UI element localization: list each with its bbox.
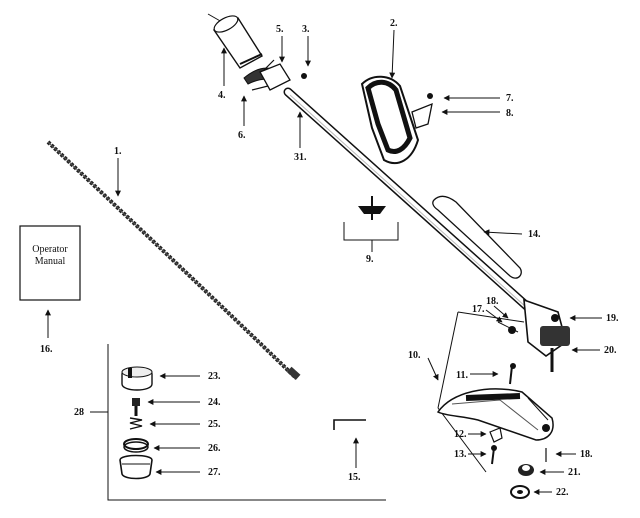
knob-9: [343, 196, 399, 252]
callout-14: 14.: [528, 229, 541, 240]
bolt-24: [132, 398, 140, 416]
manual-title-line2: Manual: [35, 256, 66, 267]
cutter-12: [489, 427, 503, 443]
callout-3: 3.: [302, 24, 310, 35]
callout-19: 19.: [606, 313, 619, 324]
callout-24: 24.: [208, 397, 221, 408]
callout-13: 13.: [454, 449, 467, 460]
assist-handle: [360, 75, 420, 165]
callout-22: 22.: [556, 487, 569, 498]
screw-6: [251, 85, 269, 91]
callout-16: 16.: [40, 344, 53, 355]
callout-4: 4.: [218, 90, 226, 101]
housing-27: [119, 454, 153, 480]
callout-15: 15.: [348, 472, 361, 483]
housing-clamp: [259, 59, 291, 91]
drive-shaft: [46, 140, 301, 380]
gearhead: [523, 298, 570, 372]
spring-25: [129, 417, 143, 430]
callout-6: 6.: [238, 130, 246, 141]
manual-title-line1: Operator: [32, 244, 68, 255]
handle-grip: [207, 13, 263, 69]
callout-18-upper: 18.: [486, 296, 499, 307]
callout-8: 8.: [506, 108, 514, 119]
spool-26: [123, 438, 149, 453]
callout-12: 12.: [454, 429, 467, 440]
nut-3: [301, 73, 307, 79]
main-tube: [283, 87, 545, 323]
callout-7: 7.: [506, 93, 514, 104]
grass-deflector: [436, 388, 554, 441]
screw-11: [509, 363, 516, 385]
callout-1: 1.: [114, 146, 122, 157]
callout-9: 9.: [366, 254, 374, 265]
washer-22: [510, 485, 530, 499]
callout-17: 17.: [472, 304, 485, 315]
callout-10: 10.: [408, 350, 421, 361]
operator-manual: Operator Manual: [19, 225, 81, 301]
callout-31: 31.: [294, 152, 307, 163]
screw-13: [491, 445, 497, 465]
group-bracket: [107, 344, 386, 501]
callout-28: 28: [74, 407, 84, 418]
trimmer-cap-23: [121, 366, 153, 391]
callout-5: 5.: [276, 24, 284, 35]
callout-25: 25.: [208, 419, 221, 430]
callout-26: 26.: [208, 443, 221, 454]
callout-11: 11.: [456, 370, 468, 381]
callout-labels: 1. 2. 3. 4. 5. 6. 7. 8. 9. 10. 11. 12. 1…: [40, 18, 619, 498]
callout-2: 2.: [390, 18, 398, 29]
adapter-21: [518, 464, 534, 476]
callout-arrows: [45, 29, 602, 495]
shield-strip-14: [432, 195, 522, 279]
callout-27: 27.: [208, 467, 221, 478]
angle-bracket-15: [333, 419, 366, 430]
handle-bracket: [411, 93, 433, 129]
callout-21: 21.: [568, 467, 581, 478]
washer-17: [497, 321, 519, 333]
callout-18-lower: 18.: [580, 449, 593, 460]
callout-23: 23.: [208, 371, 221, 382]
callout-20: 20.: [604, 345, 617, 356]
guard-frame: [437, 311, 525, 473]
